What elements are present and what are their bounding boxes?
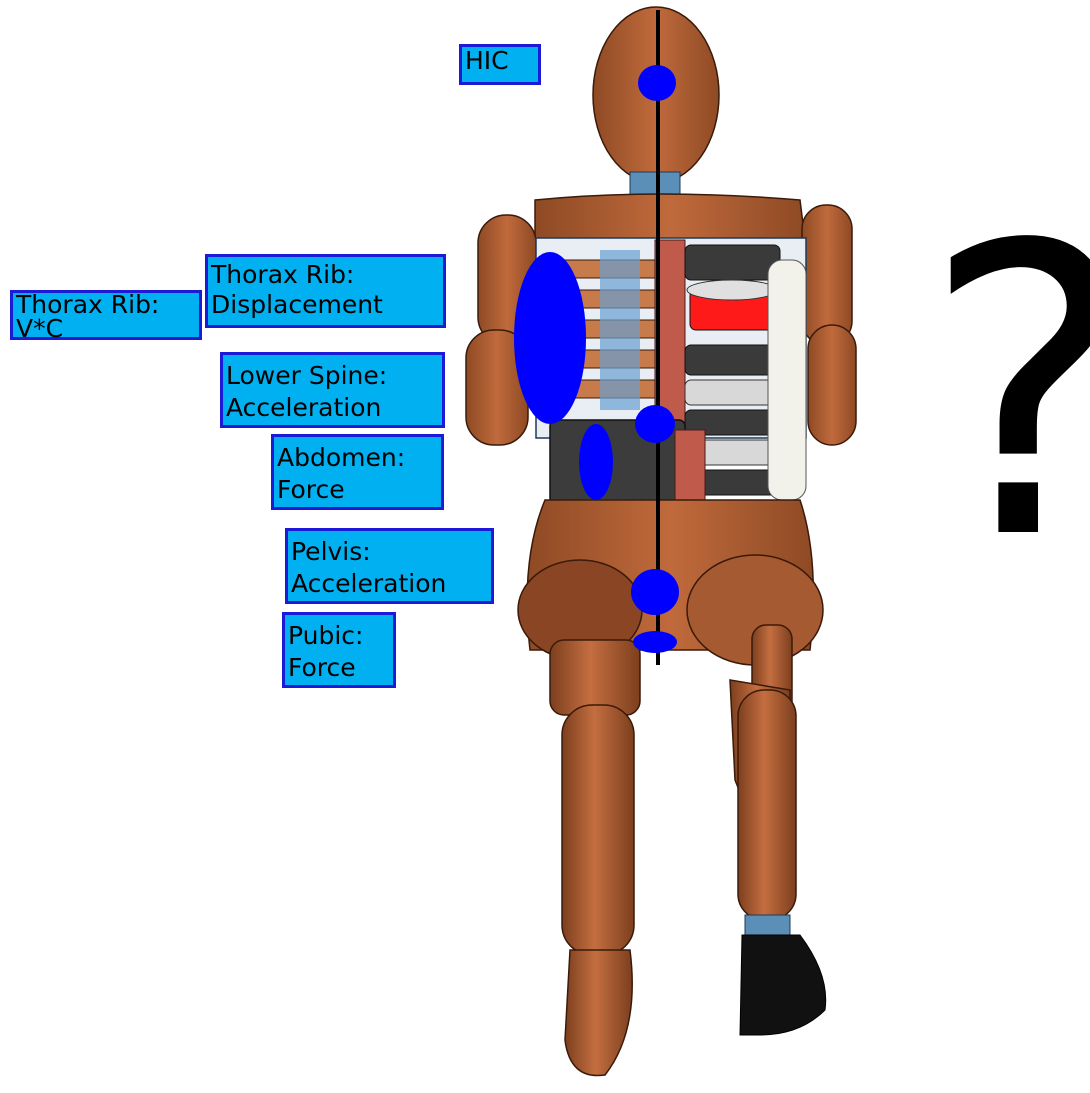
label-pubic-line1: Pubic: <box>288 620 393 652</box>
label-hic: HIC <box>459 44 541 85</box>
pelvis-marker <box>631 569 679 615</box>
dummy-left-leg <box>518 560 642 1076</box>
thorax-marker <box>514 252 586 424</box>
dummy-right-arm <box>802 205 856 445</box>
label-abdomen-line2: Force <box>277 474 441 506</box>
label-thorax-vc: Thorax Rib: V*C <box>10 290 202 340</box>
dummy-right-leg <box>687 555 826 1035</box>
question-mark: ? <box>922 205 1090 585</box>
label-lower-spine-line2: Acceleration <box>226 392 442 424</box>
hic-marker <box>638 65 676 101</box>
abdomen-marker <box>579 424 613 500</box>
label-thorax-displacement: Thorax Rib: Displacement <box>205 254 446 328</box>
label-hic-line1: HIC <box>465 47 538 75</box>
lower-spine-marker <box>635 405 675 443</box>
label-thorax-displacement-line2: Displacement <box>211 290 443 320</box>
label-lower-spine-line1: Lower Spine: <box>226 360 442 392</box>
label-pelvis-line2: Acceleration <box>291 568 491 600</box>
label-abdomen-line1: Abdomen: <box>277 442 441 474</box>
label-thorax-vc-line2: V*C <box>16 317 199 341</box>
dummy-shoulders <box>535 194 805 240</box>
label-pelvis: Pelvis: Acceleration <box>285 528 494 604</box>
label-lower-spine: Lower Spine: Acceleration <box>220 352 445 428</box>
label-abdomen: Abdomen: Force <box>271 434 444 510</box>
label-pelvis-line1: Pelvis: <box>291 536 491 568</box>
label-pubic-line2: Force <box>288 652 393 684</box>
label-pubic: Pubic: Force <box>282 612 396 688</box>
label-thorax-displacement-line1: Thorax Rib: <box>211 260 443 290</box>
pubic-marker <box>633 631 677 653</box>
